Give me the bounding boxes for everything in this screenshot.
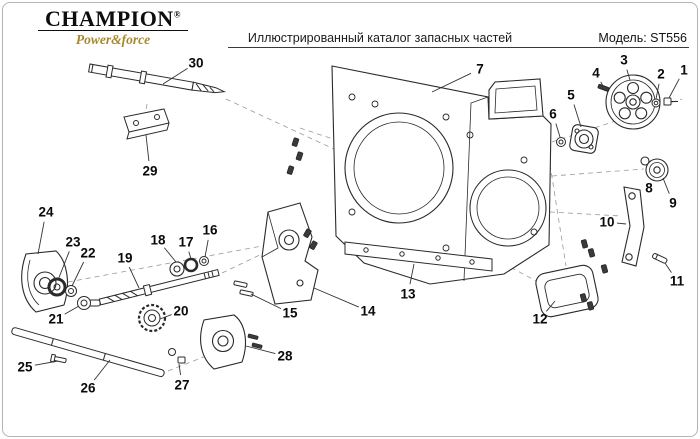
hardware-bolts xyxy=(286,137,609,311)
part-18-washer xyxy=(169,261,185,277)
brand-tagline: Power&force xyxy=(75,32,151,48)
part-28-bolts xyxy=(247,333,263,349)
part-22-bushing xyxy=(65,285,77,297)
part-7-auger-housing xyxy=(331,65,552,285)
part-10-support-bracket xyxy=(621,186,645,267)
part-15-bolts xyxy=(233,280,254,297)
part-26-axle-tube xyxy=(11,327,165,378)
part-28-side-plate xyxy=(200,314,246,370)
part-6-spacer xyxy=(556,137,566,147)
part-11-pin xyxy=(652,253,668,264)
part-16-washer xyxy=(199,256,209,266)
part-19-auger-shaft xyxy=(98,268,220,306)
part-30-drive-shaft xyxy=(88,63,227,94)
part-23-bearing xyxy=(47,277,67,297)
model-label: Модель: ST556 xyxy=(598,31,687,45)
brand-text: CHAMPION xyxy=(45,6,174,31)
part-8-9-idler-pulley xyxy=(640,156,669,182)
logo-divider xyxy=(38,30,188,32)
header-divider xyxy=(228,47,689,48)
part-27-fasteners xyxy=(168,348,186,364)
brand-name: CHAMPION® xyxy=(34,7,192,30)
part-3-auger-pulley xyxy=(605,74,661,130)
chute-collar xyxy=(488,78,544,120)
part-29-bracket xyxy=(123,108,170,140)
part-14-impeller-bracket xyxy=(261,202,319,305)
page-title: Иллюстрированный каталог запасных частей xyxy=(247,31,513,45)
registered-mark-icon: ® xyxy=(173,9,181,20)
part-17-bearing xyxy=(183,257,199,273)
part-25-bolt xyxy=(49,353,67,364)
leader-lines xyxy=(34,67,680,381)
part-20-gear xyxy=(137,303,167,333)
part-5-bearing-flange xyxy=(569,124,599,154)
part-12-chute-base-frame xyxy=(535,264,599,318)
champion-logo: CHAMPION® Power&force xyxy=(34,7,192,48)
part-13-scraper-bar xyxy=(344,241,493,272)
part-4-bolt xyxy=(597,83,610,92)
part-1-bolt xyxy=(663,97,678,106)
part-2-washer xyxy=(651,98,661,108)
part-21-hub xyxy=(77,296,101,310)
